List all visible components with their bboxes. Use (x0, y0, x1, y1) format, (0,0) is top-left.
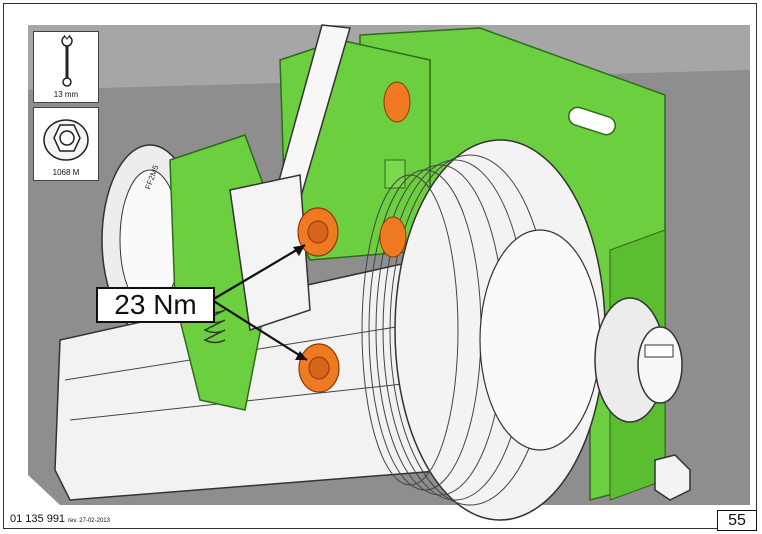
axle-key (644, 344, 674, 358)
page-number: 55 (717, 510, 757, 531)
nut-center (307, 220, 329, 244)
nut-center (308, 356, 330, 380)
wrench-icon (61, 34, 73, 87)
lever-body (229, 174, 311, 331)
pulley-groove (361, 174, 459, 486)
pulley-face (479, 229, 601, 451)
bracket-slot (567, 106, 617, 136)
revision-text: rev. 27-02-2013 (68, 518, 110, 524)
axle-end (637, 326, 683, 404)
tube-edge (69, 379, 441, 421)
arrow-head (293, 245, 305, 256)
orange-nut-small (379, 216, 407, 258)
flange-nut-icon (43, 119, 89, 161)
nut-icon-box: 1068 M (33, 107, 99, 181)
doc-number-text: 01 135 991 (10, 513, 66, 525)
orange-nut-small (383, 81, 411, 123)
leader-line (211, 299, 308, 361)
spring (203, 309, 226, 344)
arrow-head (295, 351, 307, 360)
nut-type-label: 1068 M (52, 168, 80, 177)
bottom-bolt (654, 454, 691, 501)
wrench-icon-box: 13 mm (33, 31, 99, 103)
wrench-size-label: 13 mm (53, 90, 79, 99)
leader-line (211, 244, 306, 301)
plate-tab (384, 159, 406, 189)
torque-callout: 23 Nm (96, 287, 215, 323)
